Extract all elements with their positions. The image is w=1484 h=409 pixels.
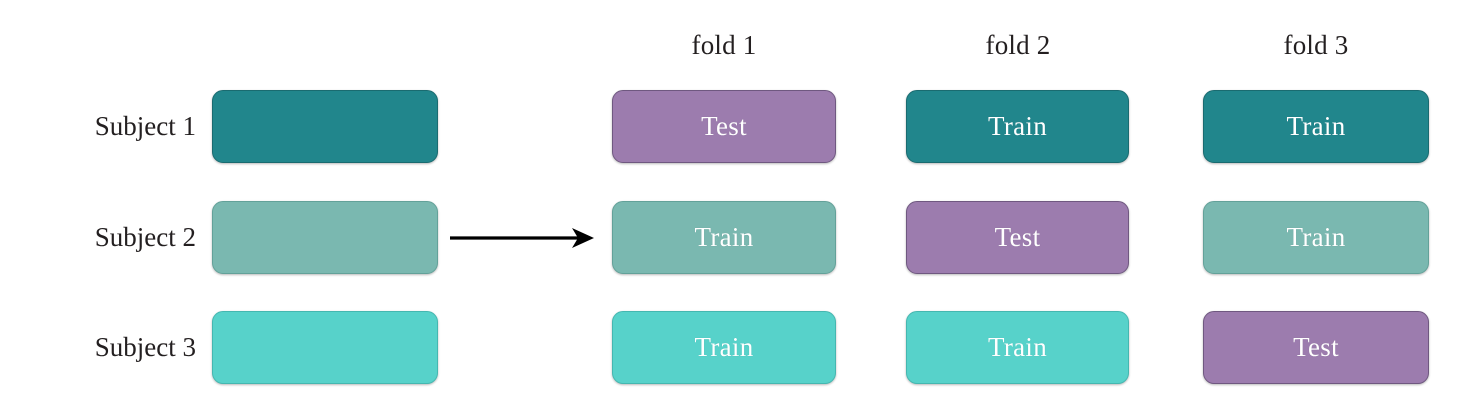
fold-cell-label: Test bbox=[701, 111, 747, 141]
fold-cell-label: Train bbox=[1286, 222, 1346, 252]
split-arrow-icon bbox=[450, 228, 594, 248]
fold-cell-subject-1-fold-2[interactable]: Train bbox=[906, 90, 1129, 163]
subject-label-1: Subject 1 bbox=[94, 111, 196, 141]
fold-cell-subject-1-fold-1[interactable]: Test bbox=[612, 90, 836, 163]
source-box-subject-1 bbox=[212, 90, 438, 163]
fold-cell-subject-2-fold-3[interactable]: Train bbox=[1203, 201, 1429, 274]
fold-cell-subject-2-fold-1[interactable]: Train bbox=[612, 201, 836, 274]
subject-label-2: Subject 2 bbox=[94, 222, 196, 252]
source-box-subject-2 bbox=[212, 201, 438, 274]
fold-cell-subject-1-fold-3[interactable]: Train bbox=[1203, 90, 1429, 163]
fold-cell-label: Test bbox=[994, 222, 1041, 252]
fold-cell-subject-3-fold-3[interactable]: Test bbox=[1203, 311, 1429, 384]
source-box-subject-3 bbox=[212, 311, 438, 384]
fold-heading-3: fold 3 bbox=[1283, 30, 1349, 60]
fold-cell-label: Train bbox=[987, 332, 1048, 362]
fold-cell-label: Train bbox=[1286, 111, 1346, 141]
fold-cell-label: Test bbox=[1293, 332, 1339, 362]
fold-cell-subject-2-fold-2[interactable]: Test bbox=[906, 201, 1129, 274]
fold-heading-1: fold 1 bbox=[691, 30, 757, 60]
fold-cell-label: Train bbox=[987, 111, 1048, 141]
fold-heading-2: fold 2 bbox=[985, 30, 1051, 60]
subject-label-3: Subject 3 bbox=[94, 332, 196, 362]
fold-cell-label: Train bbox=[694, 222, 754, 252]
fold-cell-label: Train bbox=[694, 332, 754, 362]
fold-cell-subject-3-fold-1[interactable]: Train bbox=[612, 311, 836, 384]
fold-cell-subject-3-fold-2[interactable]: Train bbox=[906, 311, 1129, 384]
